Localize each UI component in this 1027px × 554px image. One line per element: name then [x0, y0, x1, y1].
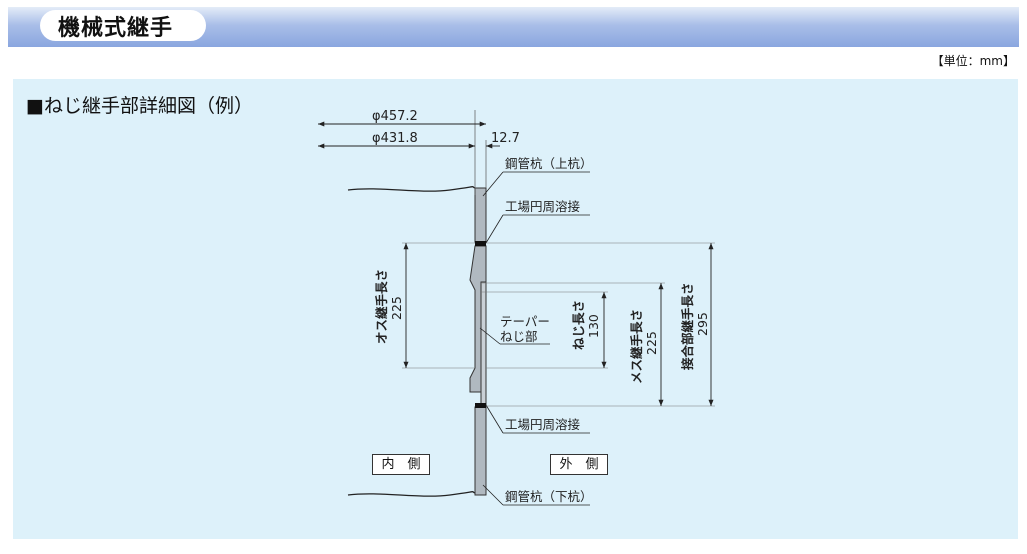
- weld-lower: [475, 403, 486, 408]
- dim-joint-length-label: 接合部継手長さ: [680, 282, 695, 370]
- female-joint: [480, 281, 487, 406]
- label-taper-line2: ねじ部: [500, 329, 538, 344]
- dim-male-length-value: 225: [389, 296, 404, 320]
- dim-inner-diameter-text: φ431.8: [372, 131, 418, 146]
- inside-label: 内 側: [372, 454, 430, 475]
- label-weld-upper: 工場円周溶接: [505, 199, 581, 214]
- break-line-bottom: [347, 491, 476, 497]
- label-taper-line1: テーパー: [500, 314, 550, 329]
- unit-label: 【単位：mm】: [931, 54, 1015, 68]
- dim-thread-length-label: ねじ長さ: [571, 300, 586, 350]
- weld-upper: [475, 241, 486, 246]
- diagram-panel: [13, 79, 1018, 539]
- outside-label: 外 側: [550, 454, 608, 475]
- section-title: ■ねじ継手部詳細図（例）: [26, 95, 253, 117]
- break-line-top: [347, 186, 476, 192]
- label-upper-pile: 鋼管杭（上杭）: [505, 156, 593, 171]
- dim-female-length-value: 225: [644, 331, 659, 355]
- dim-joint-length-value: 295: [695, 312, 710, 336]
- label-weld-lower: 工場円周溶接: [505, 417, 581, 432]
- dim-female-length-label: メス継手長さ: [629, 309, 644, 384]
- dim-thickness-text: 12.7: [491, 131, 520, 146]
- lower-pile-wall: [474, 406, 487, 496]
- dim-thread-length-value: 130: [586, 314, 601, 338]
- dim-outer-diameter-text: φ457.2: [372, 109, 418, 124]
- dim-male-length-label: オス継手長さ: [374, 269, 389, 344]
- page-title: 機械式継手: [58, 16, 174, 41]
- upper-pile-wall: [474, 187, 487, 243]
- label-lower-pile: 鋼管杭（下杭）: [505, 489, 593, 504]
- header-title-pill: [40, 10, 206, 41]
